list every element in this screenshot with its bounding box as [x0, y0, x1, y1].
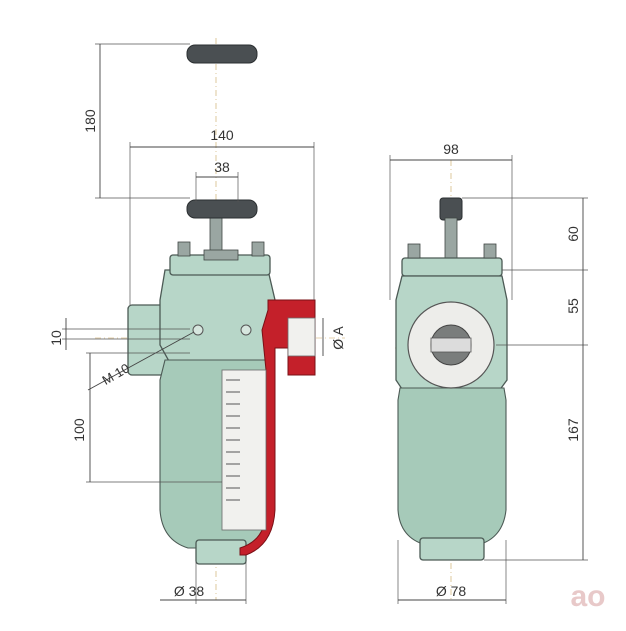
dim-60-label: 60 [565, 226, 581, 242]
filter-body-right [395, 197, 508, 561]
dim-10-label: 10 [48, 330, 64, 346]
dim-78: Ø 78 [397, 540, 507, 604]
filter-mesh [226, 379, 240, 501]
handle-raised [186, 44, 258, 64]
dim-100: 100 [71, 352, 222, 483]
dim-m10-label: M 10 [99, 360, 132, 387]
dim-38-top-label: 38 [214, 159, 230, 175]
dim-10: 10 [48, 318, 190, 350]
dim-38-bottom: Ø 38 [160, 562, 247, 604]
dim-55-label: 55 [565, 298, 581, 314]
dim-167-label: 167 [565, 418, 581, 442]
dim-100-label: 100 [71, 418, 87, 442]
dim-port-diameter-label: Ø A [330, 326, 346, 350]
dim-38-top: 38 [195, 159, 239, 202]
dim-78-label: Ø 78 [436, 583, 467, 599]
dim-98: 98 [389, 141, 513, 300]
dim-60: 60 [462, 197, 588, 271]
dim-port-diameter: Ø A [322, 318, 346, 356]
dim-167: 167 [484, 345, 588, 561]
dim-55: 55 [496, 270, 588, 346]
dim-98-label: 98 [443, 141, 459, 157]
dim-38-bottom-label: Ø 38 [174, 583, 205, 599]
section-cut [192, 299, 316, 556]
dim-180-label: 180 [82, 109, 98, 133]
dim-140: 140 [129, 127, 315, 305]
brand-logo: ao [570, 580, 605, 613]
brand-logo-text: ao [570, 580, 605, 613]
dim-180: 180 [82, 43, 190, 199]
dim-140-label: 140 [210, 127, 234, 143]
